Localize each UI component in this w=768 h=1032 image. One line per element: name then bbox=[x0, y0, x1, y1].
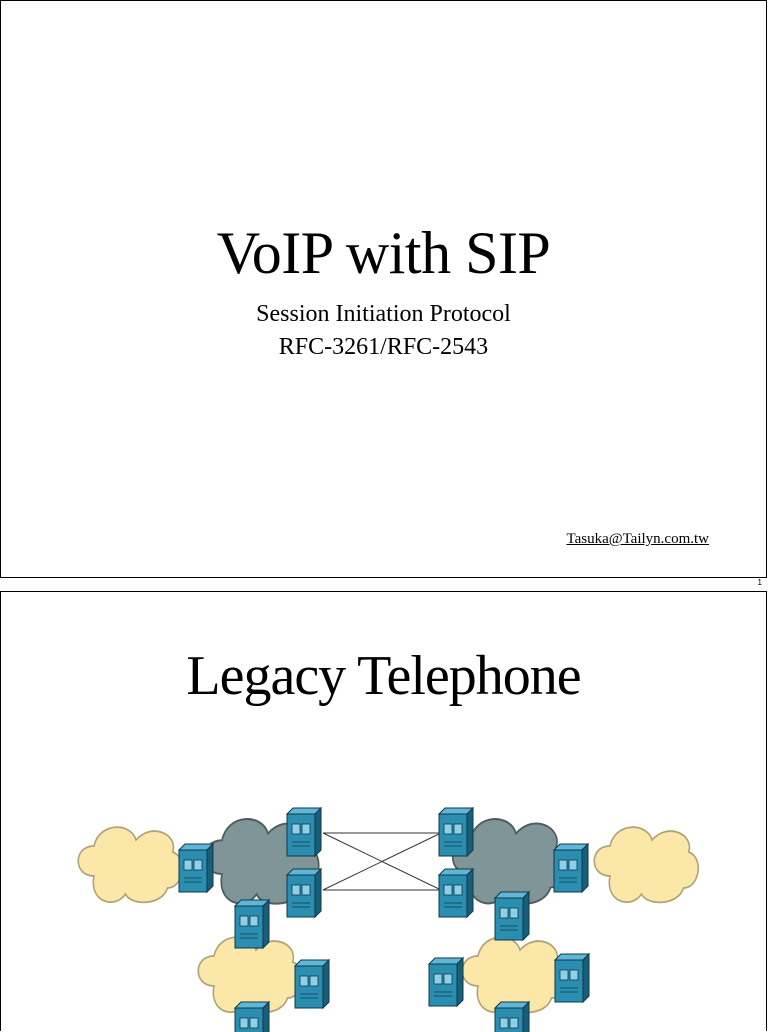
slide-subtitle-line1: Session Initiation Protocol bbox=[256, 301, 511, 327]
cloud-icon bbox=[77, 826, 184, 904]
switch-icon bbox=[234, 1001, 270, 1032]
switch-icon bbox=[438, 868, 474, 918]
switch-icon bbox=[286, 807, 322, 857]
slide-subtitle-line2: RFC-3261/RFC-2543 bbox=[278, 334, 489, 360]
switch-icon bbox=[438, 807, 474, 857]
trunk-links bbox=[322, 832, 442, 891]
network-diagram bbox=[77, 807, 700, 1032]
switch-icon bbox=[428, 957, 464, 1007]
switch-icon bbox=[178, 843, 214, 893]
slide-title: Legacy Telephone bbox=[186, 645, 581, 707]
switch-icon bbox=[553, 843, 589, 893]
switch-icon bbox=[294, 959, 330, 1009]
slide-1: VoIP with SIP Session Initiation Protoco… bbox=[0, 0, 767, 578]
slide-title: VoIP with SIP bbox=[216, 220, 551, 286]
switch-icon bbox=[494, 891, 530, 941]
cloud-icon bbox=[461, 936, 568, 1014]
switch-icon bbox=[234, 899, 270, 949]
author-email-link[interactable]: Tasuka@Tailyn.com.tw bbox=[566, 531, 709, 547]
cloud-icon bbox=[593, 826, 700, 904]
switch-icon bbox=[554, 953, 590, 1003]
slide-2: Legacy Telephone bbox=[0, 591, 767, 1032]
page-number: 1 bbox=[757, 578, 762, 587]
switch-icon bbox=[494, 1001, 530, 1032]
switch-icon bbox=[286, 868, 322, 918]
